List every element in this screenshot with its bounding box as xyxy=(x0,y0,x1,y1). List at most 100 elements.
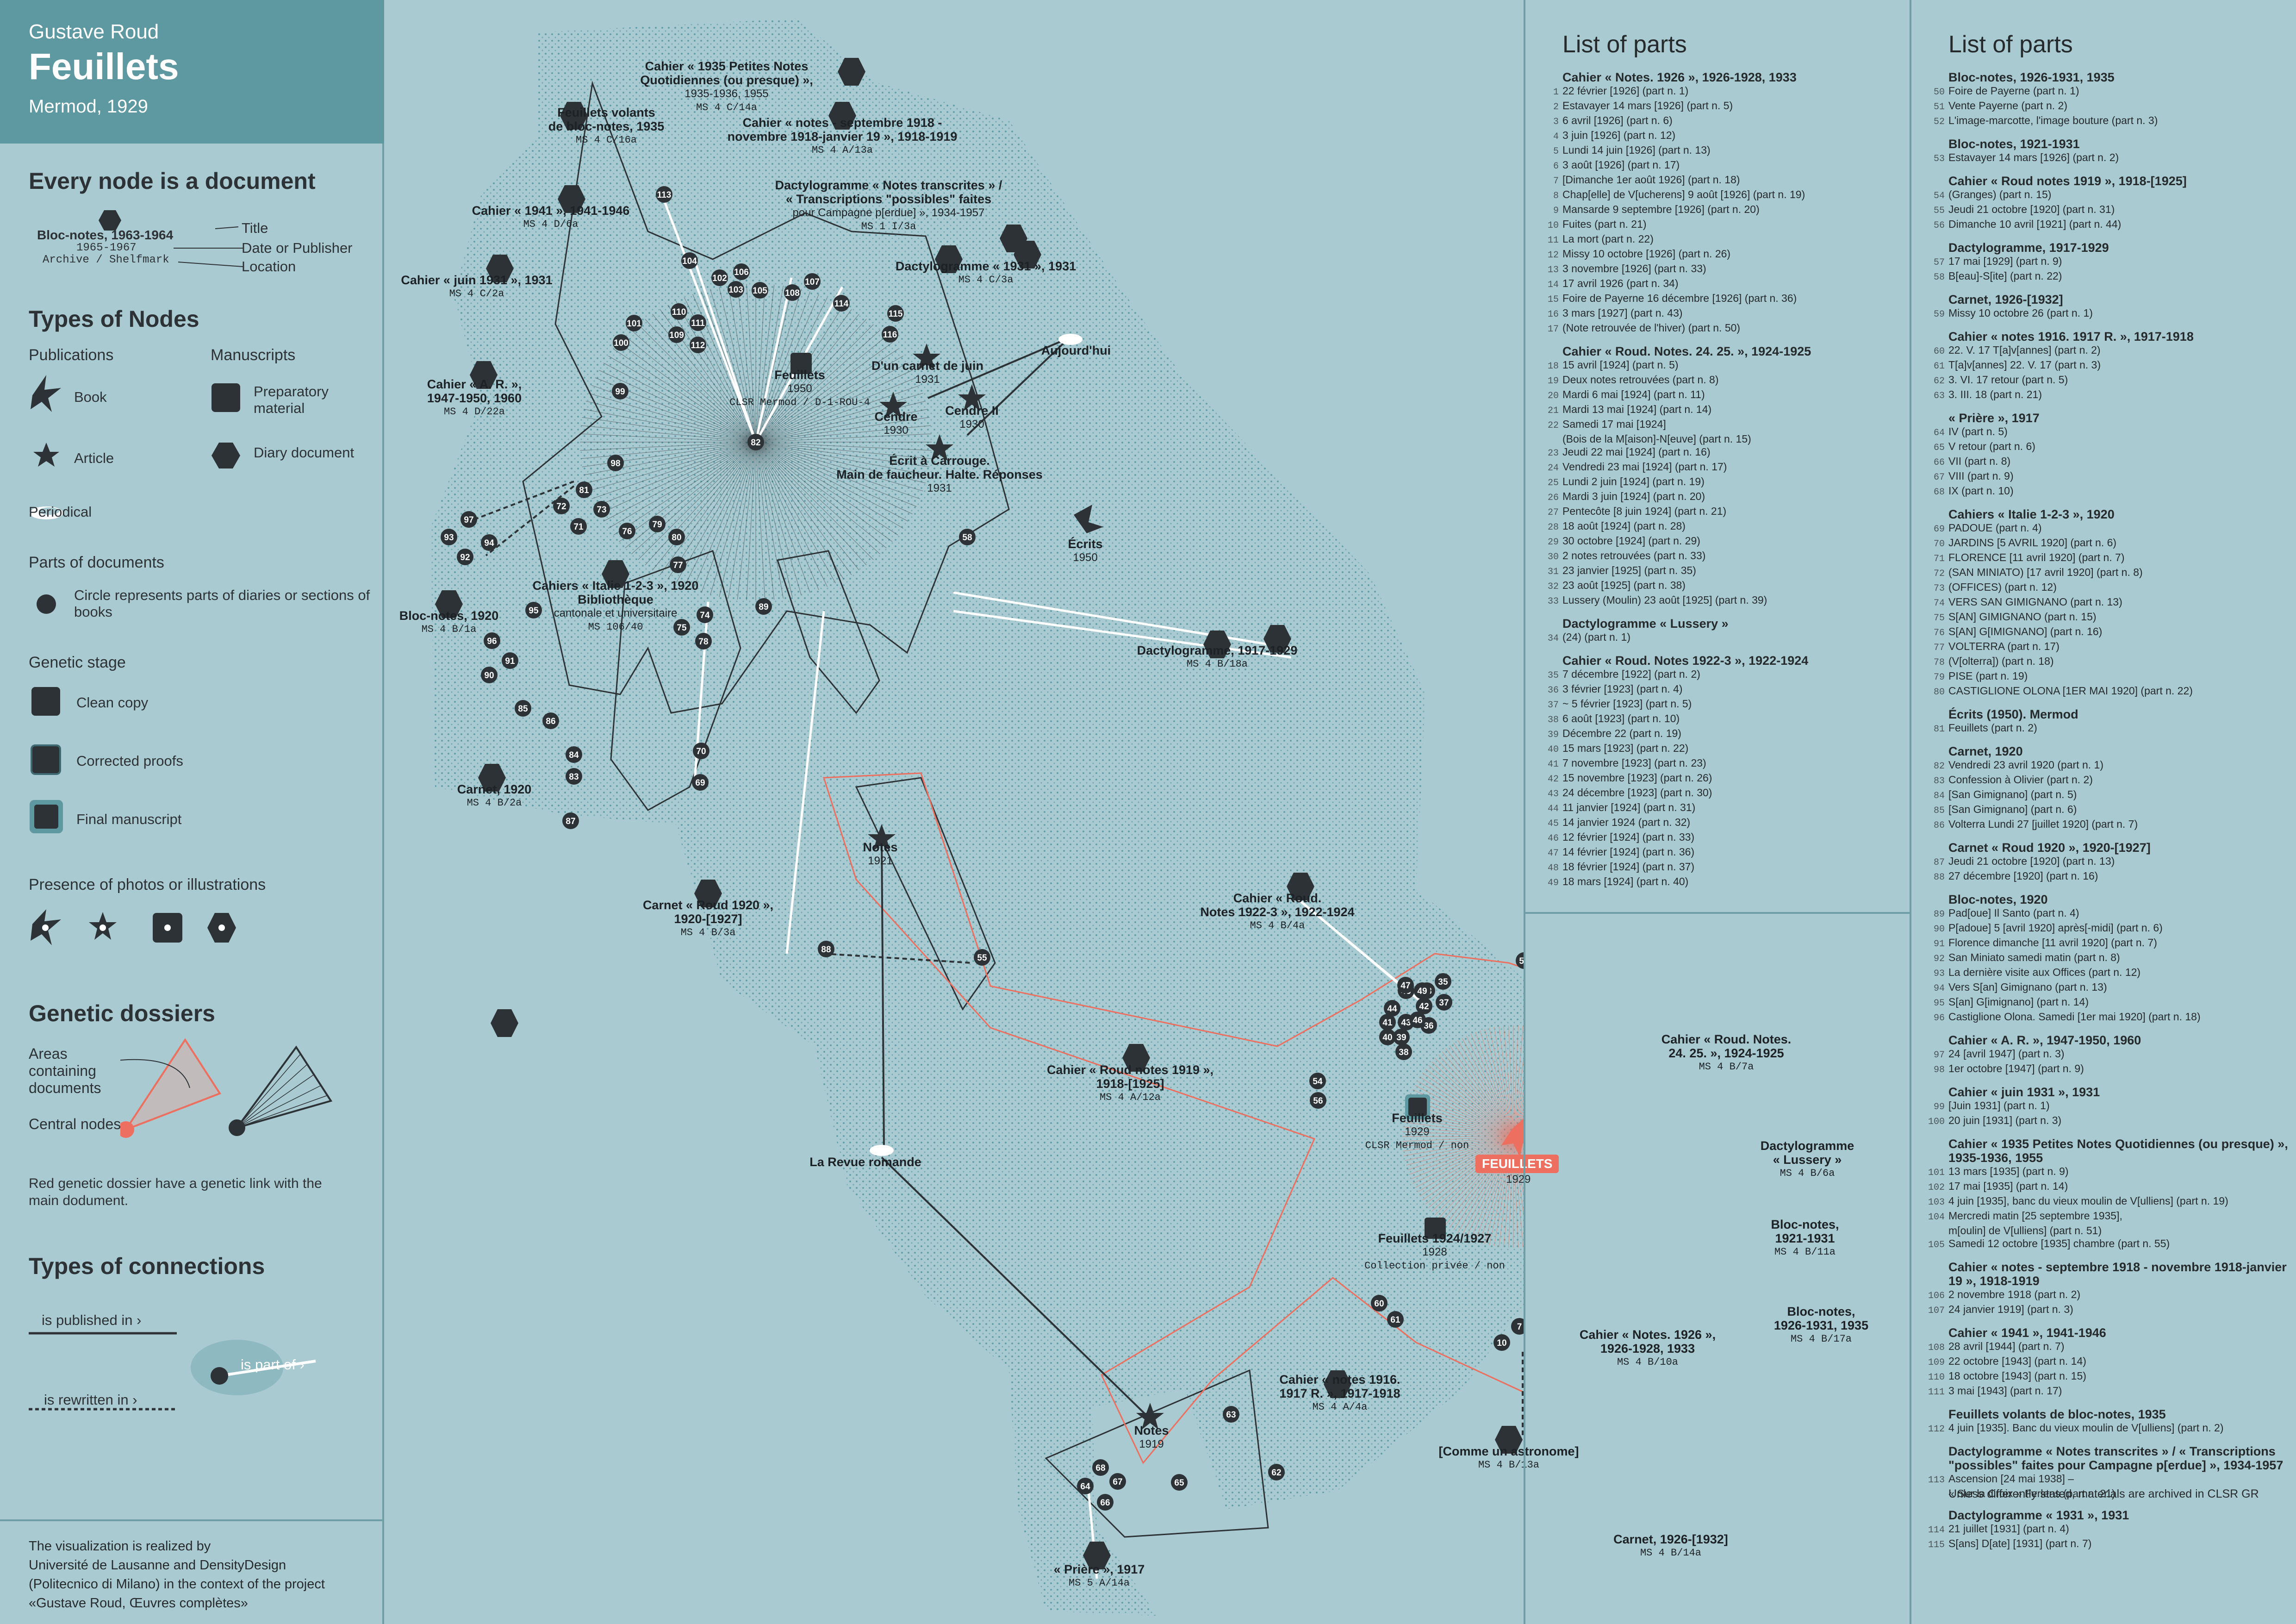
part-text: 24 janvier 1919] (part n. 3) xyxy=(1948,1303,2073,1315)
part-number: 3 xyxy=(1553,117,1559,127)
part-number: 14 xyxy=(1547,280,1559,290)
part-number: 55 xyxy=(1933,206,1945,216)
preparatory-label: Preparatory material xyxy=(254,383,329,416)
part-number: 76 xyxy=(1933,628,1945,638)
node-loc: MS 4 C/3a xyxy=(958,274,1014,286)
part-number: 44 xyxy=(1547,804,1559,814)
node-label-n24[interactable]: Cahier « Roud. Notes.24. 25. », 1924-192… xyxy=(1606,1032,1847,1074)
article-icon xyxy=(33,443,59,467)
heading-types-connections: Types of connections xyxy=(29,1253,265,1279)
parts-group-title: Cahier « notes 1916. 1917 R. », 1917-191… xyxy=(1948,330,2194,344)
part-text: CASTIGLIONE OLONA [1ER MAI 1920] (part n… xyxy=(1948,685,2193,697)
legend-sidebar: Gustave Roud Feuillets Mermod, 1929 Ever… xyxy=(0,0,384,1624)
part-number: 52 xyxy=(1933,117,1945,127)
part-row: (Bois de la M[aison]-N[euve] (part n. 15… xyxy=(1562,432,1910,445)
node-label-n14[interactable]: Écrit à Carrouge.Main de faucheur. Halte… xyxy=(819,454,1060,495)
network-svg: 1234567891011121314151617181920212223242… xyxy=(430,19,1524,1616)
node-loc: MS 4 B/4a xyxy=(1250,920,1305,931)
part-circle-103 xyxy=(728,281,744,298)
final-manuscript-label: Final manuscript xyxy=(76,811,182,827)
main-document-badge[interactable]: FEUILLETS xyxy=(1475,1155,1559,1173)
part-number-label: 69 xyxy=(695,778,705,788)
part-number: 30 xyxy=(1547,552,1559,562)
node-label-n32[interactable]: Cahier « notes 1916.1917 R. », 1917-1918… xyxy=(1220,1373,1460,1414)
part-number: 101 xyxy=(1928,1168,1945,1178)
node-title: La Revue romande xyxy=(809,1155,921,1169)
node-label-n27[interactable]: Dactylogramme« Lussery »MS 4 B/6a xyxy=(1687,1139,1928,1181)
periodicals xyxy=(870,334,1083,1156)
part-number: 78 xyxy=(1933,657,1945,668)
part-number: 87 xyxy=(1933,857,1945,868)
part-number: 35 xyxy=(1547,670,1559,681)
published-in-label: is published in › xyxy=(42,1312,142,1328)
node-title2: Bibliothèque xyxy=(578,593,653,606)
node-label-n35[interactable]: Carnet, 1926-[1932]MS 4 B/14a xyxy=(1550,1532,1791,1560)
part-circle-87 xyxy=(562,812,579,829)
part-number: 111 xyxy=(1928,1387,1945,1398)
part-text: 4 juin [1935], banc du vieux moulin de V… xyxy=(1948,1195,2228,1207)
part-number-label: 38 xyxy=(1399,1048,1408,1057)
node-loc: MS 4 B/2a xyxy=(467,797,522,809)
part-text: 18 février [1924] (part n. 37) xyxy=(1562,861,1695,873)
part-number-label: 95 xyxy=(529,606,539,616)
part-text: 18 octobre [1943] (part n. 15) xyxy=(1948,1370,2086,1382)
part-number-label: 47 xyxy=(1400,981,1410,991)
part-text: 27 décembre [1920] (part n. 16) xyxy=(1948,870,2098,882)
part-text: [San Gimignano] (part n. 5) xyxy=(1948,788,2077,800)
part-circles: 1234567891011121314151617181920212223242… xyxy=(441,186,1524,1511)
part-number: 19 xyxy=(1547,376,1559,387)
node-label-n23[interactable]: Cahier « Roud notes 1919 »,1918-[1925]MS… xyxy=(1010,1063,1251,1105)
node-label-n3[interactable]: Cahier « notes - septembre 1918 -novembr… xyxy=(722,116,963,157)
part-number: 115 xyxy=(1928,1540,1945,1550)
part-number: 105 xyxy=(1928,1240,1945,1250)
node-label-n10[interactable]: Aujourd'hui xyxy=(956,344,1196,357)
part-circle-35 xyxy=(1435,973,1451,990)
part-text: (Note retrouvée de l'hiver) (part n. 50) xyxy=(1562,322,1741,334)
part-circle-115 xyxy=(887,305,904,322)
node-label-n26[interactable]: La Revue romande xyxy=(745,1155,986,1169)
node-label-n21[interactable]: Carnet « Roud 1920 »,1920-[1927]MS 4 B/3… xyxy=(588,898,828,940)
diary-node xyxy=(838,58,865,86)
part-number: 53 xyxy=(1933,154,1945,164)
node-label-n34[interactable]: [Comme un astronome]MS 4 B/13a xyxy=(1388,1444,1629,1472)
part-number-label: 66 xyxy=(1100,1498,1110,1508)
part-number: 59 xyxy=(1933,309,1945,320)
node-label-n4[interactable]: Dactylogramme « Notes transcrites » /« T… xyxy=(768,178,1009,234)
